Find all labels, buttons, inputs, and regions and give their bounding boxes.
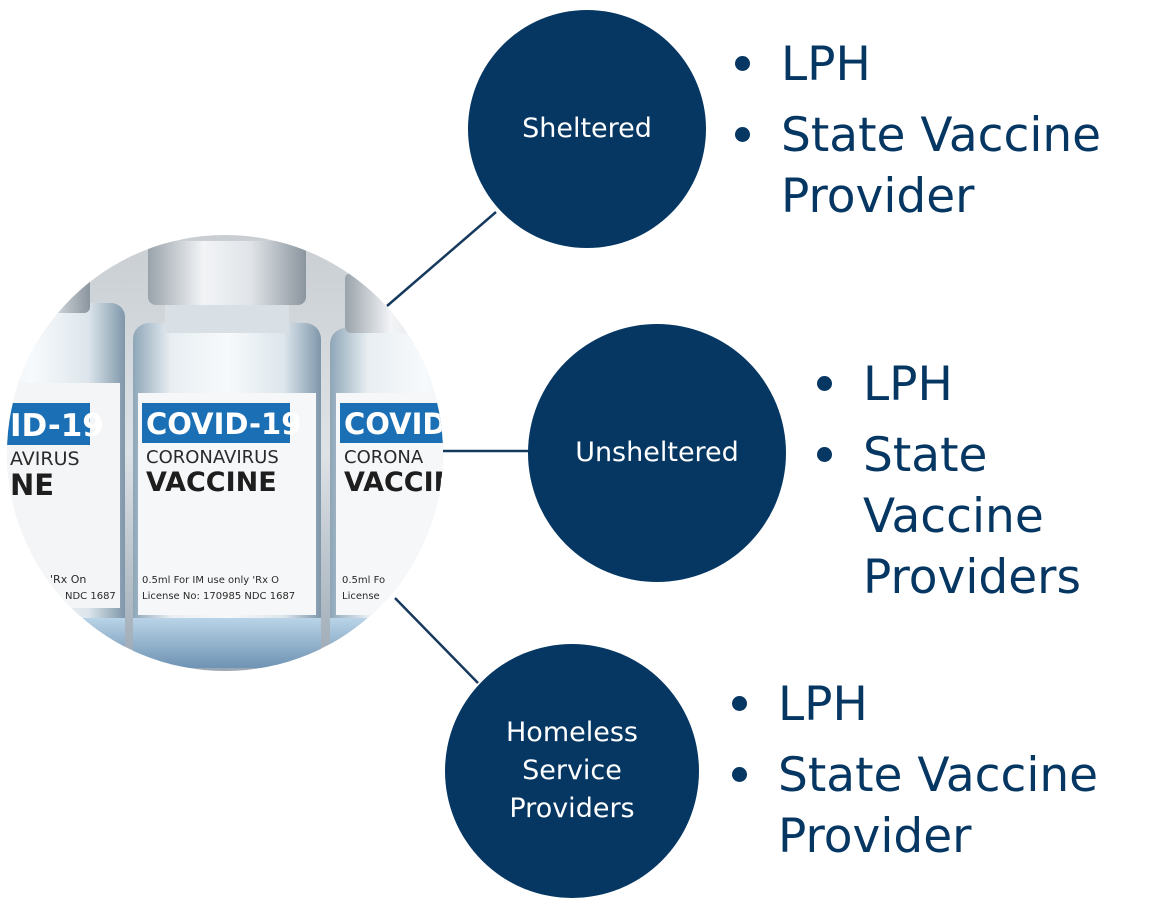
vial-right-small-2: License <box>342 591 380 602</box>
node-unsheltered: Unsheltered <box>528 324 786 582</box>
vaccine-vials-photo: ID-19 AVIRUS NE nly 'Rx On NDC 1687 COVI… <box>7 235 450 671</box>
vial-center-small-1: 0.5ml For IM use only 'Rx O <box>142 575 279 586</box>
vial-left-small-2: NDC 1687 <box>65 591 116 602</box>
connector-sheltered <box>386 211 497 307</box>
vial-right-label-2: CORONA <box>344 447 424 468</box>
vial-left-label-1: ID-19 <box>10 408 104 444</box>
node-homeless-service-providers: Homeless Service Providers <box>445 644 699 898</box>
vial-left: ID-19 AVIRUS NE nly 'Rx On NDC 1687 <box>7 253 125 663</box>
node-sheltered-label: Sheltered <box>522 113 652 144</box>
node-sheltered: Sheltered <box>468 10 706 248</box>
vial-right: COVID CORONA VACCIN 0.5ml Fo License <box>330 273 450 668</box>
vial-left-label-2: AVIRUS <box>10 448 80 470</box>
vial-left-label-3: NE <box>10 468 54 502</box>
vial-right-small-1: 0.5ml Fo <box>342 575 385 586</box>
node-unsheltered-label: Unsheltered <box>575 437 739 468</box>
vial-center-small-2: License No: 170985 NDC 1687 <box>142 591 295 602</box>
node-service-providers-label-2: Service <box>522 755 622 786</box>
bullet-item: LPH <box>732 674 1098 735</box>
vial-center-label-2: CORONAVIRUS <box>146 447 279 468</box>
bullet-item: LPH <box>817 354 1168 415</box>
connector-service-providers <box>394 597 479 684</box>
vial-left-small-1: nly 'Rx On <box>30 573 86 586</box>
vial-center-label-1: COVID-19 <box>146 407 301 441</box>
bullet-item: LPH <box>735 34 1101 95</box>
vial-right-label-3: VACCIN <box>344 467 450 498</box>
node-service-providers-label-3: Providers <box>509 793 635 824</box>
vial-right-label-1: COVID <box>344 407 446 441</box>
vial-center-label-3: VACCINE <box>146 467 277 498</box>
node-service-providers-label-1: Homeless <box>506 717 638 748</box>
vial-center: COVID-19 CORONAVIRUS VACCINE 0.5ml For I… <box>133 241 321 668</box>
